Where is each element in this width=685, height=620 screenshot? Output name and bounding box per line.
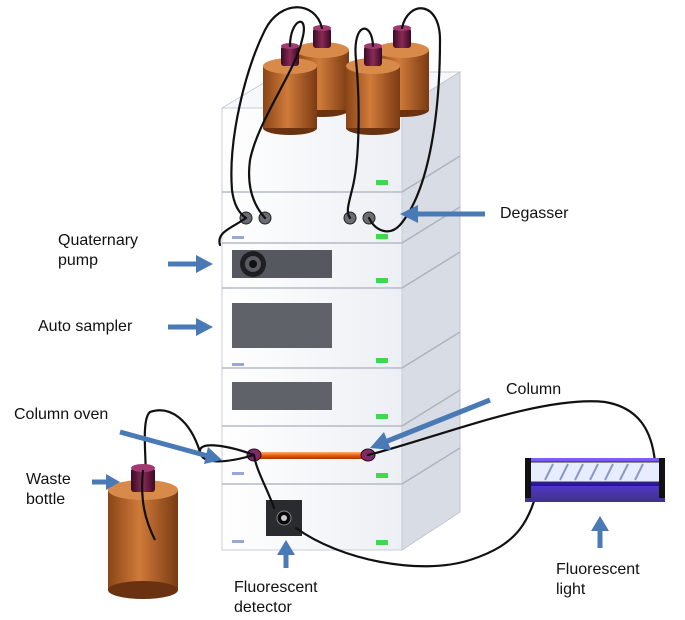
degasser-arrow <box>400 205 485 223</box>
light-arrow <box>591 516 609 548</box>
label-degasser: Degasser <box>500 205 569 222</box>
tubing <box>140 6 657 568</box>
pointer-arrows <box>92 205 609 568</box>
pump-arrow <box>168 255 213 273</box>
waste-arrow <box>92 474 120 490</box>
label-fluorescent-light: Fluorescent light <box>556 561 640 598</box>
solvent-bottle-icon <box>263 25 429 135</box>
column-oven-arrow <box>119 429 222 464</box>
instrument-stack <box>220 71 462 551</box>
column-tube <box>246 448 376 462</box>
waste-bottle-icon <box>108 464 178 599</box>
uv-lamp-icon <box>525 458 665 502</box>
led-indicator-icon <box>376 180 388 545</box>
detector-arrow <box>277 540 295 568</box>
autosampler-window <box>232 303 332 348</box>
autosampler-arrow <box>168 318 213 336</box>
module-window <box>232 382 332 410</box>
pump-window <box>232 250 332 278</box>
label-waste-bottle: Waste bottle <box>26 471 71 508</box>
label-column-oven: Column oven <box>14 406 109 423</box>
label-column: Column <box>506 381 562 398</box>
column-arrow <box>370 397 491 450</box>
label-fluorescent-detector: Fluorescent detector <box>234 579 318 616</box>
label-auto-sampler: Auto sampler <box>38 318 133 335</box>
detector-box <box>266 500 302 536</box>
label-quaternary-pump: Quaternary pump <box>58 232 139 269</box>
